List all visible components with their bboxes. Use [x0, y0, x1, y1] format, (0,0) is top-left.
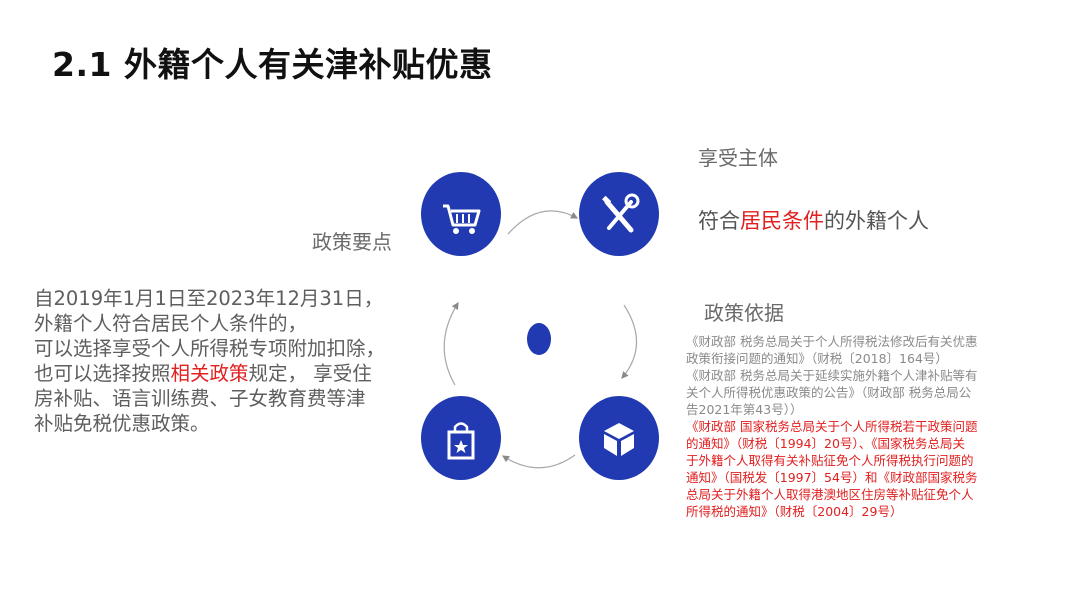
policy-points-label: 政策要点 [312, 230, 392, 254]
subject-prefix: 符合 [698, 209, 740, 233]
basis-label: 政策依据 [704, 301, 784, 325]
ref-red-5: 总局关于外籍个人取得港澳地区住房等补贴征免个人 [686, 487, 974, 502]
ref-red-6: 所得税的通知》（财税〔2004〕29号） [686, 504, 903, 519]
ref-red-1: 《财政部 国家税务总局关于个人所得税若干政策问题 [686, 419, 978, 434]
policy-points-text: 自2019年1月1日至2023年12月31日， 外籍个人符合居民个人条件的， 可… [34, 286, 434, 436]
subject-text: 符合居民条件的外籍个人 [698, 205, 929, 235]
arc-top [507, 210, 579, 235]
subject-highlight: 居民条件 [740, 209, 824, 233]
policy-line-6: 补贴免税优惠政策。 [34, 412, 210, 435]
ref-gray-1: 《财政部 税务总局关于个人所得税法修改后有关优惠 [686, 334, 978, 349]
shopping-bag-icon [447, 422, 475, 460]
tools-icon [602, 193, 640, 233]
ref-gray-3: 《财政部 税务总局关于延续实施外籍个人津补贴等有 [686, 368, 978, 383]
page-title: 2.1 外籍个人有关津补贴优惠 [52, 45, 493, 84]
ref-gray-5: 告2021年第43号）） [686, 402, 803, 417]
ref-gray-4: 关个人所得税优惠政策的公告》（财政部 税务总局公 [686, 385, 972, 400]
box-circle [579, 396, 659, 480]
policy-line-4: 也可以选择按照相关政策规定， 享受住 [34, 361, 434, 386]
basis-references: 《财政部 税务总局关于个人所得税法修改后有关优惠 政策衔接问题的通知》（财税〔2… [686, 333, 1058, 520]
ref-red-2: 的通知》（财税〔1994〕20号）、《国家税务总局关 [686, 436, 965, 451]
ref-gray-2: 政策衔接问题的通知》（财税〔2018〕164号） [686, 351, 948, 366]
ref-red-4: 通知》（国税发〔1997〕54号）和《财政部国家税务 [686, 470, 978, 485]
policy-line-4-highlight: 相关政策 [170, 362, 249, 385]
shopping-cart-icon [443, 204, 481, 234]
box-icon [604, 423, 634, 456]
policy-line-5: 房补贴、语言训练费、子女教育费等津 [34, 387, 366, 410]
subject-label: 享受主体 [698, 146, 778, 170]
policy-line-1: 自2019年1月1日至2023年12月31日， [34, 287, 384, 310]
arc-right [621, 304, 638, 379]
arc-bottom [501, 454, 576, 469]
policy-line-4-prefix: 也可以选择按照 [34, 362, 171, 385]
cart-circle [421, 172, 501, 256]
center-dot [527, 323, 551, 355]
policy-line-4-suffix: 规定， 享受住 [248, 362, 372, 385]
policy-line-2: 外籍个人符合居民个人条件的， [34, 312, 308, 335]
ref-red-3: 于外籍个人取得有关补贴征免个人所得税执行问题的 [686, 453, 974, 468]
bag-circle [421, 396, 501, 480]
policy-line-3: 可以选择享受个人所得税专项附加扣除， [34, 337, 386, 360]
tools-circle [579, 172, 659, 256]
subject-suffix: 的外籍个人 [824, 209, 929, 233]
arc-left [443, 301, 459, 386]
